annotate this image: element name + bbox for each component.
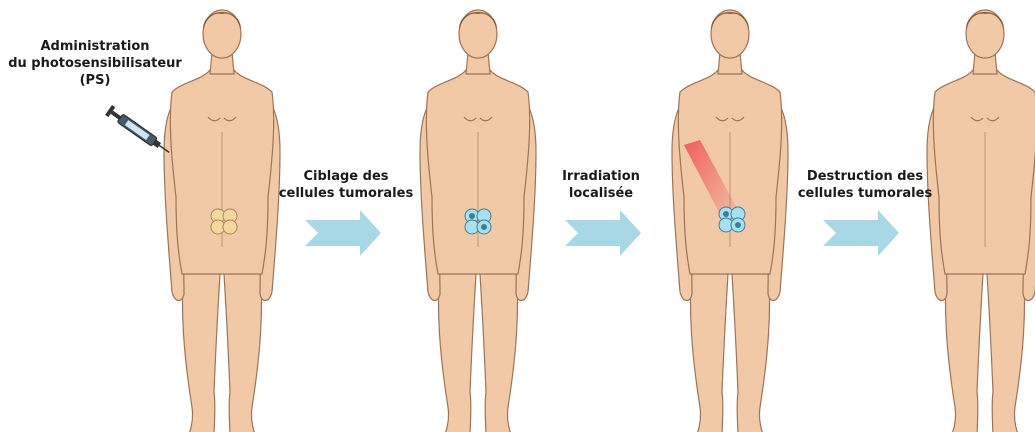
caption-line: cellules tumorales	[276, 185, 416, 202]
caption-line: cellules tumorales	[795, 185, 935, 202]
caption-line: (PS)	[0, 72, 190, 89]
process-arrow-icon	[823, 210, 899, 256]
caption-line: Ciblage des	[276, 168, 416, 185]
process-arrow-icon	[565, 210, 641, 256]
syringe-icon	[105, 105, 173, 157]
caption-line: Administration	[0, 38, 190, 55]
step-caption-ciblage: Ciblage des cellules tumorales	[276, 168, 416, 202]
caption-line: Irradiation	[541, 168, 661, 185]
step-caption-destruction: Destruction des cellules tumorales	[795, 168, 935, 202]
caption-line: localisée	[541, 185, 661, 202]
process-arrow-icon	[305, 210, 381, 256]
step-caption-irradiation: Irradiation localisée	[541, 168, 661, 202]
human-figure-2	[420, 10, 536, 432]
caption-line: Destruction des	[795, 168, 935, 185]
human-figure-4	[927, 10, 1035, 432]
caption-line: du photosensibilisateur	[0, 55, 190, 72]
step-caption-administration: Administration du photosensibilisateur (…	[0, 38, 190, 89]
